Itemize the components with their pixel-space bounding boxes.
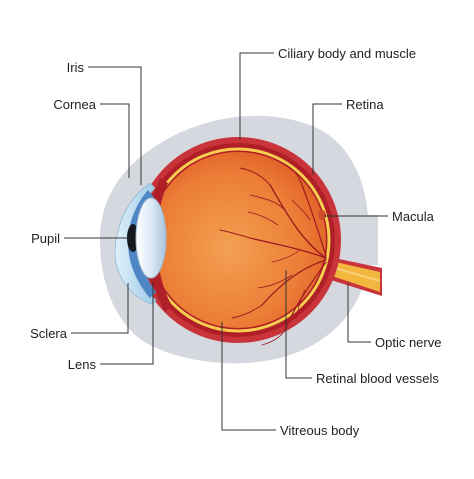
label-lens: Lens: [68, 357, 97, 372]
label-retinal-vessels: Retinal blood vessels: [316, 371, 439, 386]
macula: [318, 210, 326, 220]
labels: Iris Cornea Pupil Sclera Lens Ciliary bo…: [30, 46, 441, 438]
leader-ciliary: [239, 52, 274, 140]
leader-retinal-vessels: [285, 270, 312, 379]
label-ciliary: Ciliary body and muscle: [278, 46, 416, 61]
label-iris: Iris: [67, 60, 85, 75]
label-pupil: Pupil: [31, 231, 60, 246]
iris: [128, 190, 156, 298]
leader-vitreous: [221, 322, 276, 431]
leader-optic-nerve: [347, 283, 371, 343]
leader-iris: [88, 66, 142, 185]
label-macula: Macula: [392, 209, 435, 224]
leader-retina: [312, 103, 342, 175]
label-optic-nerve: Optic nerve: [375, 335, 441, 350]
label-cornea: Cornea: [53, 97, 96, 112]
lens: [135, 197, 167, 279]
label-sclera: Sclera: [30, 326, 68, 341]
label-retina: Retina: [346, 97, 384, 112]
retinal-blood-vessels: [219, 161, 327, 346]
label-vitreous: Vitreous body: [280, 423, 360, 438]
leader-sclera: [71, 283, 129, 334]
leader-cornea: [100, 103, 130, 178]
leader-lens: [100, 282, 154, 365]
vitreous-body: [150, 152, 326, 328]
leader-lines: [64, 52, 388, 431]
